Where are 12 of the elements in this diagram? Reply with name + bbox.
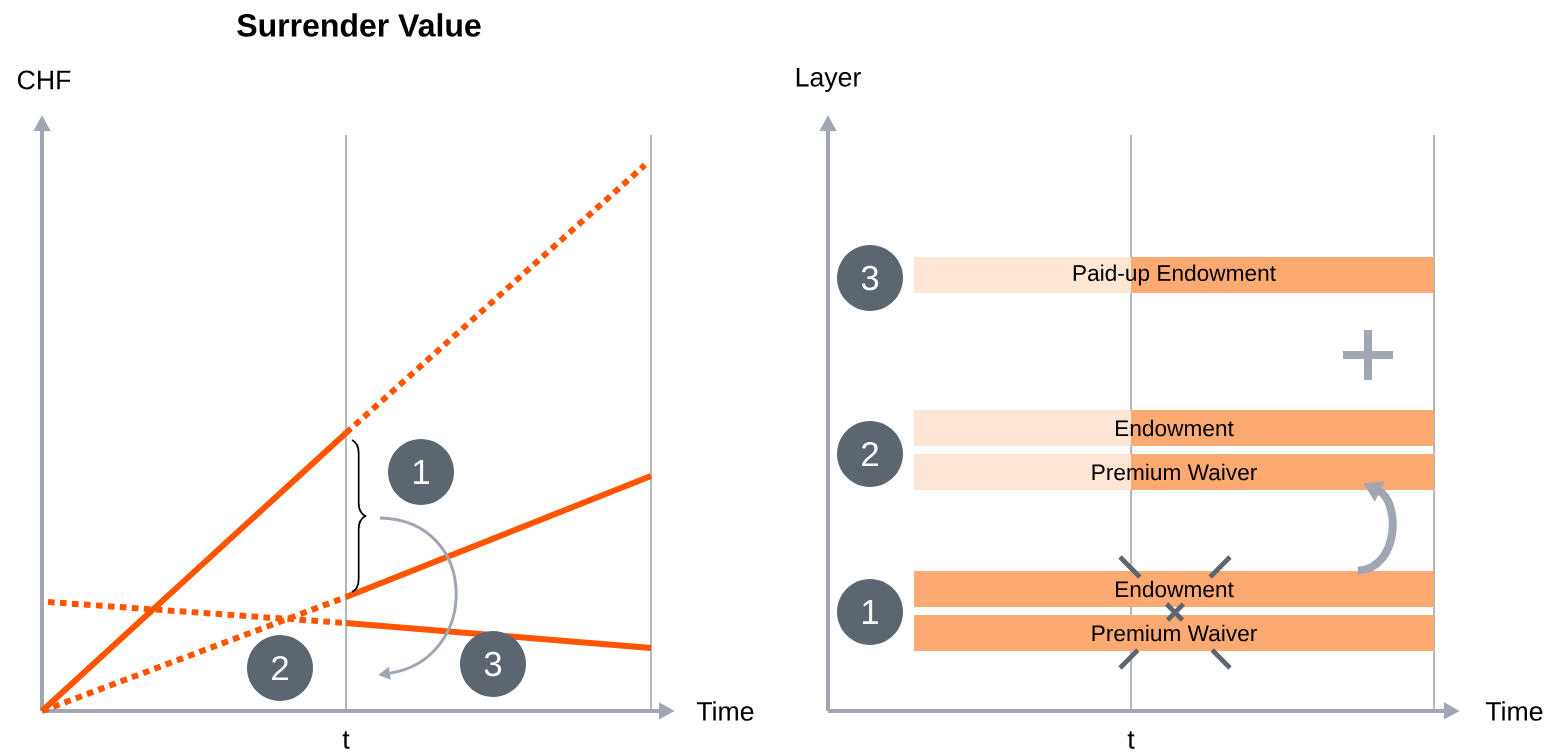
tick-label: t <box>342 731 350 749</box>
layer-bar: Premium Waiver <box>914 615 1434 651</box>
axis-label: Layer <box>796 68 861 92</box>
axis-label: CHF <box>17 70 71 90</box>
layer-bar: Premium Waiver <box>914 454 1434 490</box>
title: Surrender Value <box>237 13 481 37</box>
axis-label: Time <box>696 701 754 721</box>
layer-bar: Paid-up Endowment <box>914 257 1434 293</box>
tick-label: t <box>1127 731 1135 749</box>
layer-bar: Endowment <box>914 410 1434 446</box>
axis-label: Time <box>1485 701 1543 721</box>
layer-bar: Endowment <box>914 571 1434 607</box>
